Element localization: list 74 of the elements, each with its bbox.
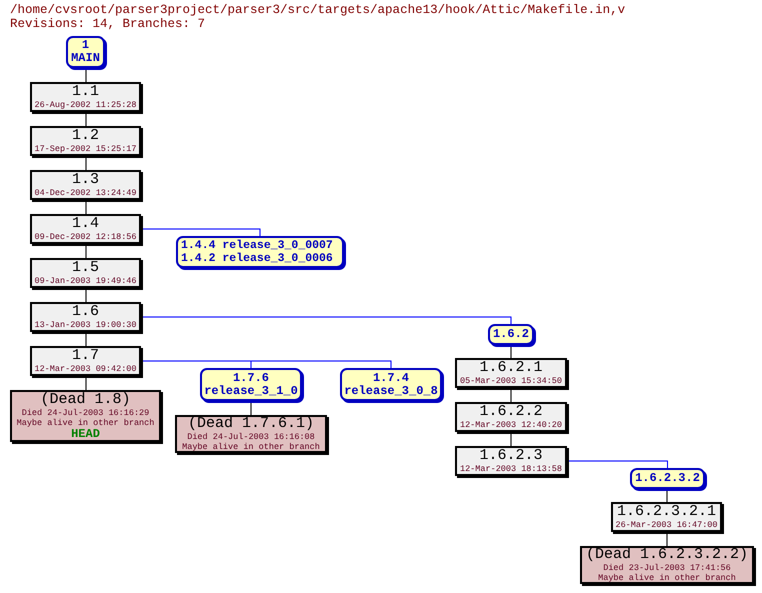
- revision-number: 1.7: [70, 348, 100, 364]
- death-date: Died 23-Jul-2003 17:41:56: [602, 563, 732, 573]
- branch-label: MAIN: [70, 52, 101, 65]
- revision-number: 1.6.2.2: [478, 404, 544, 420]
- revision-box: [30, 126, 141, 156]
- revision-number: 1.2: [70, 128, 100, 144]
- branch-tag: [630, 468, 705, 489]
- revision-date: 12-Mar-2003 18:13:58: [458, 464, 564, 474]
- branch-label: 1.7.6: [232, 372, 270, 384]
- revision-box: [455, 402, 567, 432]
- branch-label: release_3_1_0: [203, 384, 299, 398]
- revision-box: [30, 82, 141, 112]
- branch-tag: [200, 368, 302, 401]
- branch-connector: [140, 316, 512, 324]
- revision-date: 09-Dec-2002 12:18:56: [33, 232, 138, 242]
- branch-connector: [666, 488, 668, 502]
- revision-number: 1.1: [70, 84, 100, 100]
- dead-revision-title: (Dead 1.8): [39, 392, 132, 408]
- branch-tag: [66, 36, 105, 68]
- head-tag: HEAD: [12, 428, 159, 440]
- branch-connector: [510, 388, 512, 402]
- branch-tag: [340, 368, 442, 401]
- revision-box: [30, 170, 141, 200]
- branch-label: release_3_0_8: [343, 384, 439, 398]
- dead-revision-title: (Dead 1.6.2.3.2.2): [584, 547, 750, 563]
- branch-label: 1.7.4: [372, 372, 410, 384]
- branch-note: Maybe alive in other branch: [181, 442, 321, 452]
- revision-date: 05-Mar-2003 15:34:50: [458, 376, 564, 386]
- revision-date: 13-Jan-2003 19:00:30: [33, 320, 138, 330]
- revision-number: 1.5: [70, 260, 100, 276]
- revision-box: [455, 446, 567, 476]
- revision-number: 1.6.2.1: [478, 360, 544, 376]
- dead-revision-box: [175, 415, 327, 453]
- dead-revision-title: (Dead 1.7.6.1): [186, 416, 316, 432]
- revision-box: [30, 346, 141, 376]
- branch-tag: [488, 324, 534, 345]
- revision-date: 17-Sep-2002 15:25:17: [33, 144, 138, 154]
- revision-box: [611, 502, 722, 532]
- branch-connector: [510, 344, 512, 358]
- revision-box: [30, 258, 141, 288]
- file-path-title: /home/cvsroot/parser3project/parser3/src/targets/apache13/hook/Attic/Makefile.in,v: [10, 4, 626, 17]
- revision-number: 1.6: [70, 304, 100, 320]
- branch-connector: [566, 460, 668, 468]
- revision-date: 12-Mar-2003 12:40:20: [458, 420, 564, 430]
- revision-box: [455, 358, 567, 388]
- revision-date: 04-Dec-2002 13:24:49: [33, 188, 138, 198]
- branch-label: 1: [80, 39, 90, 52]
- revision-number: 1.6.2.3.2.1: [616, 504, 718, 520]
- death-date: Died 24-Jul-2003 16:16:08: [186, 432, 316, 442]
- branch-connector: [250, 400, 252, 416]
- branch-connector: [140, 360, 392, 368]
- revision-box: [30, 214, 141, 244]
- revision-number: 1.6.2.3: [478, 448, 544, 464]
- revision-date: 26-Mar-2003 16:47:00: [614, 520, 719, 530]
- revision-number: 1.3: [70, 172, 100, 188]
- death-date: Died 24-Jul-2003 16:16:29: [20, 408, 150, 418]
- branch-note: Maybe alive in other branch: [16, 418, 156, 428]
- revision-number: 1.4: [70, 216, 100, 232]
- dead-revision-box: [580, 546, 754, 584]
- branch-label: 1.6.2.3.2: [634, 472, 701, 485]
- tag-list-box: [176, 236, 344, 268]
- dead-revision-box: [10, 390, 161, 442]
- revision-summary: Revisions: 14, Branches: 7: [10, 18, 206, 31]
- branch-label: 1.6.2: [492, 328, 530, 341]
- branch-connector: [666, 532, 668, 546]
- revision-date: 12-Mar-2003 09:42:00: [33, 364, 138, 374]
- revision-date: 26-Aug-2002 11:25:28: [33, 100, 138, 110]
- branch-connector: [510, 432, 512, 446]
- revision-box: [30, 302, 141, 332]
- revision-date: 09-Jan-2003 19:49:46: [33, 276, 138, 286]
- tag-label: 1.4.4 release_3_0_0007: [181, 239, 334, 252]
- branch-connector: [140, 228, 260, 236]
- branch-note: Maybe alive in other branch: [597, 573, 737, 583]
- tag-label: 1.4.2 release_3_0_0006: [181, 252, 334, 265]
